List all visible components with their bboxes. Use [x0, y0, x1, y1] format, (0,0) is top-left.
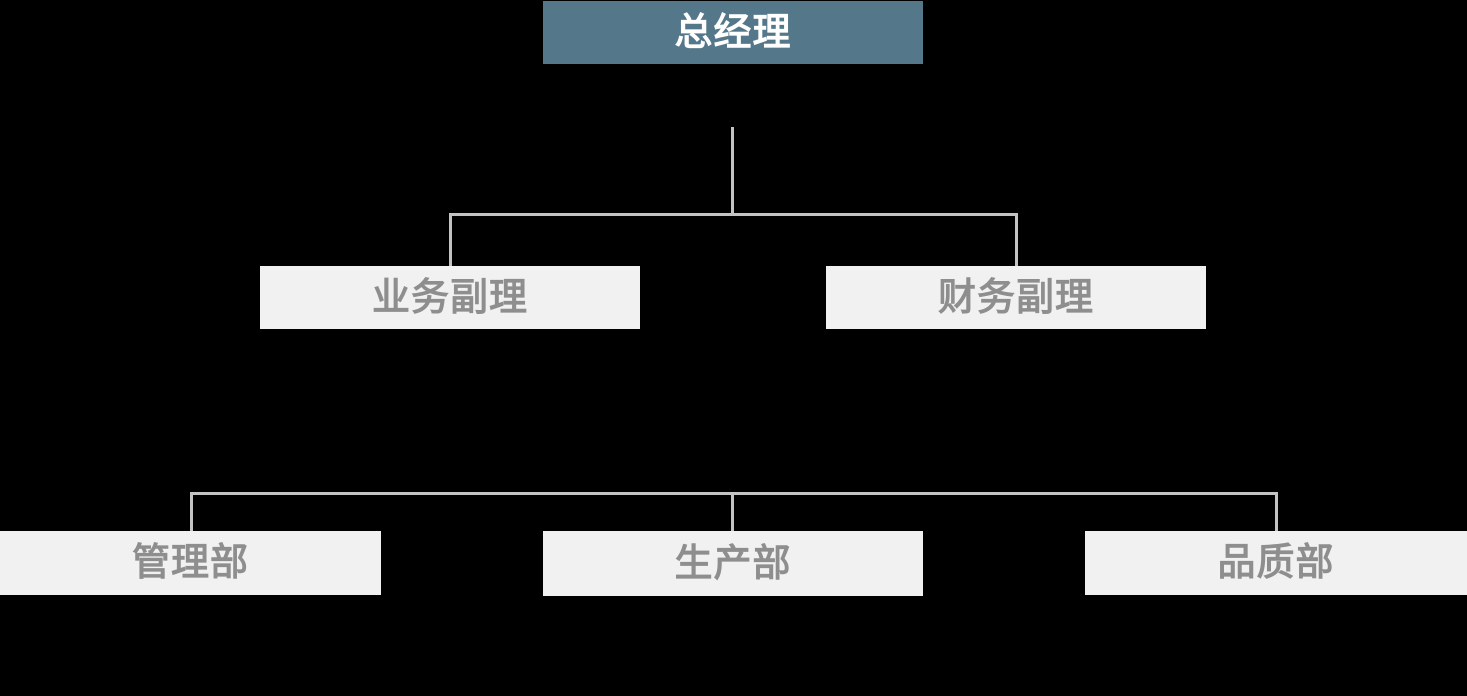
- org-node-management-dept: 管理部: [0, 531, 381, 595]
- connector-level2-drop-left: [449, 213, 452, 266]
- org-node-business-deputy: 业务副理: [260, 266, 640, 329]
- connector-level3-drop-right: [1275, 492, 1278, 531]
- connector-level2-horizontal: [449, 213, 1018, 216]
- org-node-label: 财务副理: [937, 276, 1094, 319]
- connector-level2-drop-right: [1015, 213, 1018, 266]
- org-node-label: 生产部: [674, 542, 792, 585]
- org-node-finance-deputy: 财务副理: [826, 266, 1206, 329]
- connector-root-stem: [731, 127, 734, 216]
- connector-level3-horizontal: [190, 492, 1278, 495]
- connector-level3-drop-middle: [731, 492, 734, 531]
- org-node-label: 品质部: [1217, 542, 1335, 584]
- connector-level3-drop-left: [190, 492, 193, 531]
- org-node-label: 总经理: [674, 11, 792, 54]
- org-node-quality-dept: 品质部: [1085, 531, 1467, 595]
- org-node-general-manager: 总经理: [543, 1, 923, 64]
- org-node-production-dept: 生产部: [543, 531, 923, 596]
- org-node-label: 业务副理: [371, 276, 528, 319]
- org-node-label: 管理部: [131, 542, 249, 584]
